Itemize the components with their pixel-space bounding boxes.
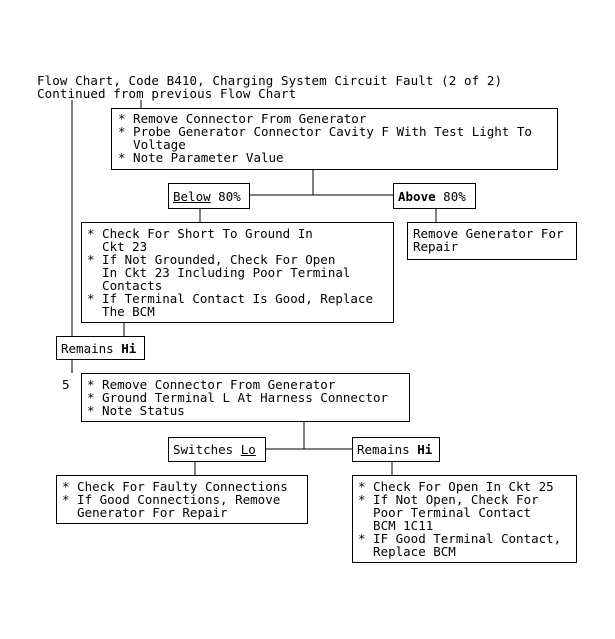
box-line: * Check For Faulty Connections [62, 479, 288, 494]
box-line: Replace BCM [358, 544, 456, 559]
box-probe-generator: * Remove Connector From Generator * Prob… [111, 108, 558, 170]
box-line: * If Good Connections, Remove [62, 492, 281, 507]
box-line: * Remove Connector From Generator [87, 377, 336, 392]
box-line: * If Not Open, Check For [358, 492, 539, 507]
box-check-open-ckt25: * Check For Open In Ckt 25 * If Not Open… [352, 475, 577, 563]
box-line: Poor Terminal Contact [358, 505, 532, 520]
box-line: Remove Generator For [413, 226, 564, 241]
box-line: Contacts [87, 278, 163, 293]
chart-subtitle: Continued from previous Flow Chart [37, 86, 297, 101]
box-line: * Ground Terminal L At Harness Connector [87, 390, 389, 405]
branch-above-80: Above 80% [393, 183, 476, 209]
box-line: * If Terminal Contact Is Good, Replace [87, 291, 373, 306]
box-line: * IF Good Terminal Contact, [358, 531, 562, 546]
box-line: * Remove Connector From Generator [118, 111, 367, 126]
box-remove-generator: Remove Generator For Repair [407, 222, 577, 260]
step-number: 5 [62, 377, 70, 392]
box-line: * Check For Open In Ckt 25 [358, 479, 554, 494]
box-ground-terminal: * Remove Connector From Generator * Grou… [81, 373, 410, 422]
box-line: * Check For Short To Ground In [87, 226, 313, 241]
box-line: Voltage [118, 137, 186, 152]
box-line: In Ckt 23 Including Poor Terminal [87, 265, 351, 280]
branch-switches-lo: Switches Lo [168, 437, 266, 462]
box-line: * If Not Grounded, Check For Open [87, 252, 336, 267]
box-line: * Note Status [87, 403, 185, 418]
box-line: * Note Parameter Value [118, 150, 284, 165]
branch-label: Below 80% [173, 189, 241, 204]
box-line: Repair [413, 239, 459, 254]
box-line: Generator For Repair [62, 505, 228, 520]
branch-label: Above 80% [398, 189, 466, 204]
branch-label: Remains Hi [61, 341, 137, 356]
box-check-short: * Check For Short To Ground In Ckt 23 * … [81, 222, 394, 323]
box-line: BCM 1C11 [358, 518, 434, 533]
chart-title: Flow Chart, Code B410, Charging System C… [37, 73, 503, 88]
box-line: * Probe Generator Connector Cavity F Wit… [118, 124, 532, 139]
box-line: Ckt 23 [87, 239, 148, 254]
branch-label: Remains Hi [357, 442, 433, 457]
branch-remains-hi-2: Remains Hi [352, 437, 440, 462]
branch-below-80: Below 80% [168, 183, 250, 209]
box-faulty-connections: * Check For Faulty Connections * If Good… [56, 475, 308, 524]
box-line: The BCM [87, 304, 155, 319]
branch-label: Switches Lo [173, 442, 256, 457]
branch-remains-hi: Remains Hi [56, 336, 145, 360]
